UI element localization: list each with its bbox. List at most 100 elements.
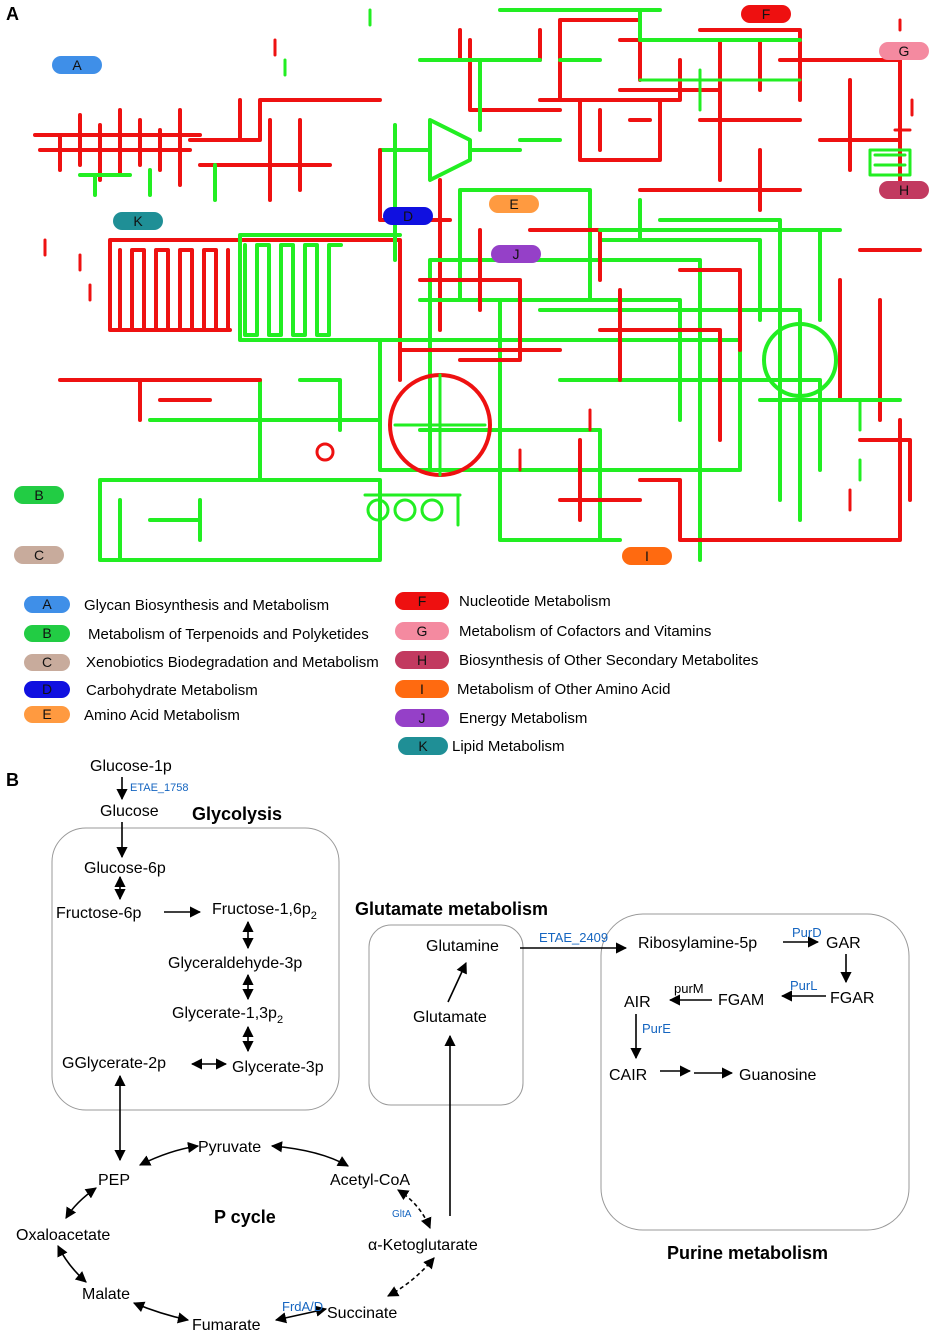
- map-marker-g-pill: [879, 42, 929, 60]
- legend-swatch-g: [395, 622, 449, 640]
- map-marker-f-letter: F: [762, 6, 771, 22]
- metabolite-glycerate-13p2: Glycerate-1,3p2: [172, 1005, 283, 1026]
- map-marker-e: E: [489, 195, 539, 213]
- enzyme-etae-1758: ETAE_1758: [130, 782, 189, 794]
- map-path-40: [283, 8, 862, 482]
- pcycle-title: P cycle: [214, 1207, 276, 1227]
- map-path-0: [33, 108, 202, 187]
- purine-title: Purine metabolism: [667, 1243, 828, 1263]
- map-path-38: [418, 8, 662, 132]
- map-marker-i-pill: [622, 547, 672, 565]
- map-path-31: [518, 8, 802, 142]
- legend-swatch-i: [395, 680, 449, 698]
- legend-letter-d: D: [42, 681, 52, 697]
- map-marker-h: H: [879, 181, 929, 199]
- arrow-oxaloacetate-malate: [57, 1244, 87, 1283]
- glutamate-box: [368, 924, 524, 1106]
- arrow-fumarate-succinate: [274, 1305, 328, 1324]
- metabolite-fructose-16p2: Fructose-1,6p2: [212, 901, 317, 922]
- legend-swatch-a: [24, 596, 70, 613]
- legend-swatch-b: [24, 625, 70, 642]
- legend-item-i: I Metabolism of Other Amino Acid: [395, 680, 670, 698]
- map-path-2: [78, 163, 217, 202]
- arrow-pyruvate-acetylcoa: [270, 1141, 349, 1167]
- arrow-pep-pyruvate: [138, 1141, 200, 1166]
- map-marker-b-letter: B: [34, 487, 43, 503]
- map-path-1: [188, 98, 382, 202]
- map-marker-f-pill: [741, 5, 791, 23]
- map-circle-22: [315, 442, 335, 462]
- legend-label-g: Metabolism of Cofactors and Vitamins: [459, 623, 711, 640]
- metabolic-map: [33, 8, 922, 562]
- map-marker-e-letter: E: [509, 196, 518, 212]
- map-path-34: [868, 148, 912, 177]
- legend-swatch-e: [24, 706, 70, 723]
- map-path-3: [118, 248, 230, 332]
- metabolite-fgam: FGAM: [718, 992, 764, 1009]
- metabolite-air: AIR: [624, 994, 651, 1011]
- map-path-18: [393, 373, 487, 477]
- map-path-35: [838, 248, 922, 502]
- legend-item-f: F Nucleotide Metabolism: [395, 592, 611, 610]
- glycolysis-box: [51, 827, 340, 1111]
- legend-swatch-h: [395, 651, 449, 669]
- metabolite-acetyl-coa: Acetyl-CoA: [330, 1172, 410, 1189]
- legend-label-i: Metabolism of Other Amino Acid: [457, 681, 670, 698]
- metabolite-glucose: Glucose: [100, 803, 159, 820]
- legend-letter-b: B: [42, 625, 51, 641]
- map-marker-i: I: [622, 547, 672, 565]
- legend-label-d: Carbohydrate Metabolism: [86, 682, 258, 699]
- legend-swatch-k: [398, 737, 448, 755]
- metabolite-succinate: Succinate: [327, 1305, 397, 1322]
- legend-item-g: G Metabolism of Cofactors and Vitamins: [395, 622, 711, 640]
- glycerate-13p-main: Glycerate-1,3p: [172, 1005, 277, 1022]
- map-marker-d-pill: [383, 207, 433, 225]
- enzyme-pure: PurE: [642, 1021, 671, 1036]
- map-path-32: [638, 68, 802, 112]
- metabolite-glutamine: Glutamine: [426, 938, 499, 955]
- map-marker-b-pill: [14, 486, 64, 504]
- map-marker-i-letter: I: [645, 548, 649, 564]
- map-path-29: [698, 28, 862, 102]
- legend-item-d: D Carbohydrate Metabolism: [24, 681, 258, 699]
- map-marker-k-pill: [113, 212, 163, 230]
- metabolite-pep: PEP: [98, 1172, 130, 1189]
- map-path-19: [98, 378, 382, 562]
- legend-letter-j: J: [419, 710, 426, 726]
- glutamate-title: Glutamate metabolism: [355, 899, 548, 919]
- map-path-12: [418, 378, 822, 542]
- legend-label-k: Lipid Metabolism: [452, 738, 565, 755]
- legend-letter-k: K: [418, 738, 428, 754]
- map-path-36: [598, 228, 902, 402]
- metabolite-alpha-ketoglutarate: α-Ketoglutarate: [368, 1237, 478, 1254]
- metabolite-oxaloacetate: Oxaloacetate: [16, 1227, 110, 1244]
- map-marker-c: C: [14, 546, 64, 564]
- legend-swatch-f: [395, 592, 449, 610]
- map-path-13: [398, 228, 602, 362]
- map-marker-c-letter: C: [34, 547, 44, 563]
- map-circle-24: [393, 498, 417, 522]
- map-path-15: [558, 418, 902, 542]
- map-marker-a-pill: [52, 56, 102, 74]
- legend-label-b: Metabolism of Terpenoids and Polyketides: [88, 626, 369, 643]
- metabolite-fructose-6p: Fructose-6p: [56, 905, 141, 922]
- metabolite-fumarate: Fumarate: [192, 1317, 261, 1334]
- legend-label-e: Amino Acid Metabolism: [84, 707, 240, 724]
- legend-letter-g: G: [417, 623, 428, 639]
- map-marker-e-pill: [489, 195, 539, 213]
- map-path-26: [363, 493, 462, 527]
- legend-item-c: C Xenobiotics Biodegradation and Metabol…: [24, 654, 379, 671]
- map-circle-25: [420, 498, 444, 522]
- map-marker-j-pill: [491, 245, 541, 263]
- map-marker-g-letter: G: [899, 43, 910, 59]
- arrow-akg-succinate: [387, 1257, 435, 1297]
- map-path-14: [578, 268, 742, 522]
- metabolite-glucose-1p: Glucose-1p: [90, 758, 172, 775]
- map-path-39: [43, 18, 914, 302]
- legend-swatch-d: [24, 681, 70, 698]
- legend-item-k: K Lipid Metabolism: [398, 737, 565, 755]
- metabolite-guanosine: Guanosine: [739, 1067, 816, 1084]
- legend-item-a: A Glycan Biosynthesis and Metabolism: [24, 596, 329, 614]
- map-marker-f: F: [741, 5, 791, 23]
- legend-letter-c: C: [42, 654, 52, 670]
